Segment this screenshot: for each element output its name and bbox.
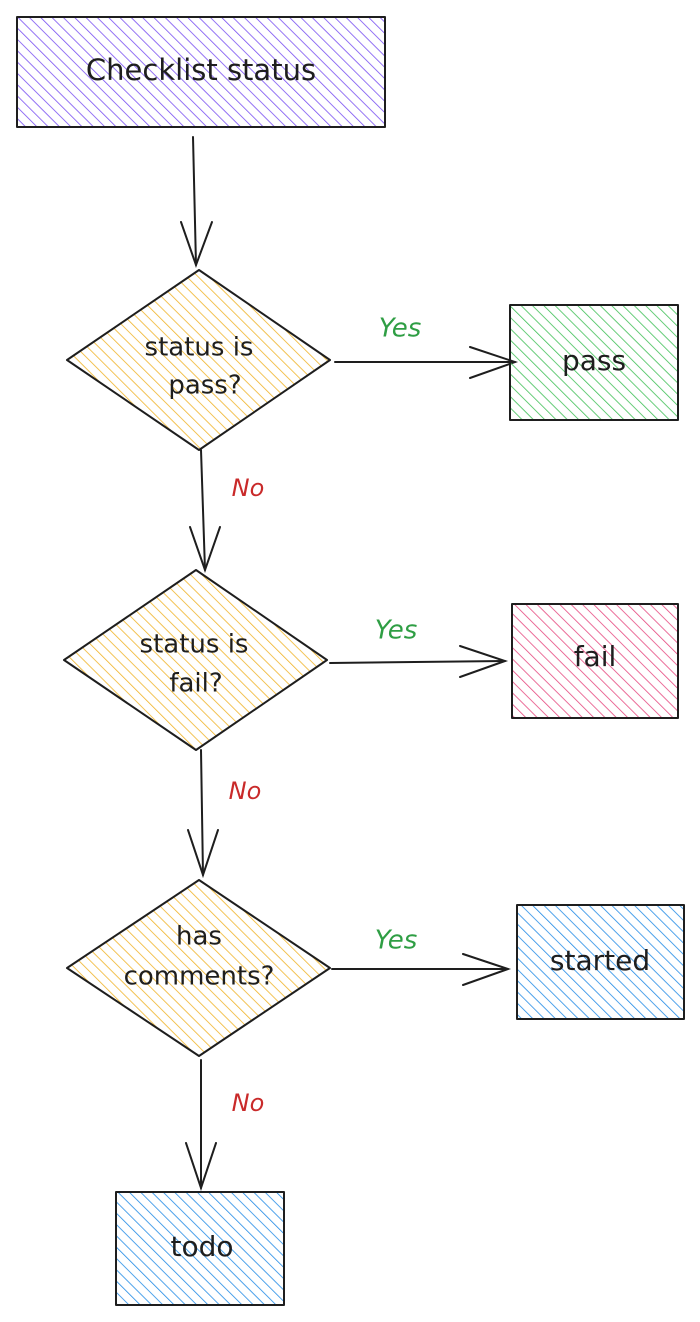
node-decision-fail-line1: status is [140,630,249,660]
node-checklist-status-label: Checklist status [86,53,316,87]
edge-label-pass-no: No [232,474,265,502]
node-decision-fail[interactable]: status is fail? [63,569,328,751]
node-decision-pass-line2: pass? [168,371,241,401]
edge-pass-no [189,449,221,574]
node-decision-fail-line2: fail? [169,669,222,699]
node-checklist-status[interactable]: Checklist status [16,16,386,128]
edge-label-comments-no: No [232,1089,265,1117]
node-todo-label: todo [170,1230,233,1263]
node-fail[interactable]: fail [511,603,679,719]
edge-label-comments-yes: Yes [375,926,418,956]
edge-start-to-pass-question [180,136,213,268]
edge-fail-no [187,749,219,879]
node-started[interactable]: started [516,904,685,1020]
edge-comments-yes [331,953,512,986]
edge-comments-no [185,1059,217,1192]
node-decision-pass-line1: status is [145,333,254,363]
edge-label-fail-yes: Yes [375,616,418,646]
edge-label-pass-yes: Yes [379,314,422,344]
node-fail-label: fail [574,640,617,673]
node-decision-comments-line2: comments? [124,962,275,992]
node-pass-label: pass [562,344,626,377]
edge-fail-yes [329,645,509,678]
node-todo[interactable]: todo [115,1191,285,1306]
node-decision-pass[interactable]: status is pass? [66,269,331,451]
edge-pass-yes [334,346,519,379]
node-decision-comments-line1: has [176,922,222,952]
node-pass[interactable]: pass [509,304,679,421]
node-decision-comments[interactable]: has comments? [66,879,331,1057]
edge-label-fail-no: No [229,777,262,805]
node-started-label: started [550,944,650,977]
